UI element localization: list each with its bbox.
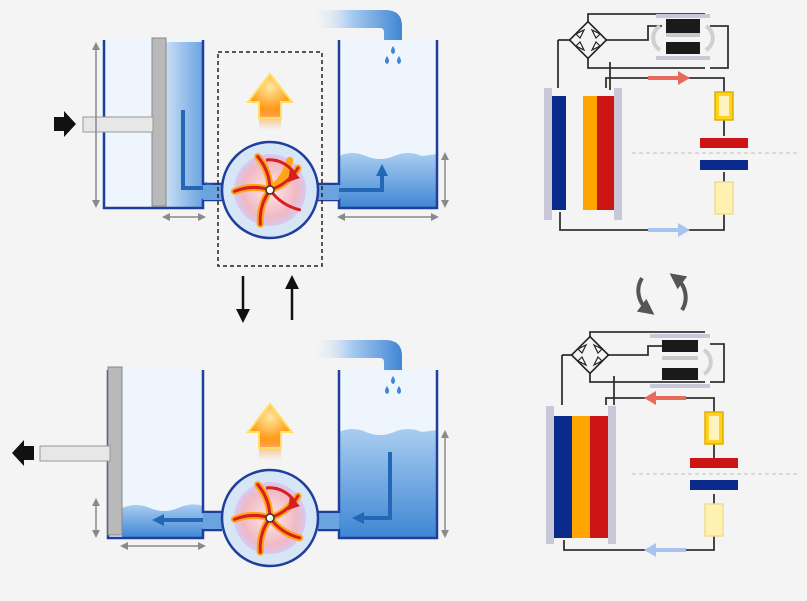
capacitor-plate-blue [700,160,748,170]
piston-plate [151,37,167,207]
cell-plate-grey-left [544,88,552,220]
diode-bridge-icon [570,335,610,375]
cell-plate-blue [552,96,566,210]
coil-top-dark [666,19,700,33]
coil-bottom-dark [662,368,698,380]
piston-rod [82,116,154,133]
circular-cycle-arrows-icon [636,273,688,315]
diode-bridge-icon [568,20,608,60]
capacitor-plate-red [690,458,738,468]
cell-plate-grey-right [614,88,622,220]
resistor-pale [714,181,734,215]
right-tank-outline [318,370,439,540]
circuit-wires [557,13,729,231]
turbine-blades [230,153,302,228]
capacitor-plate-red [700,138,748,148]
flow-arrow-right [352,452,392,524]
coil-rotation-arrow-right [702,348,713,376]
water-drop-icon [385,376,401,394]
coil-rotation-arrow-left [651,24,662,52]
water-stream [310,10,402,40]
cell-plate-orange [583,96,597,210]
cell-plate-red [590,416,608,538]
resistor-pale [704,503,724,537]
orange-up-arrow-icon [245,72,295,130]
flow-arrow-left [181,110,218,194]
orange-up-arrow-icon [245,402,295,460]
cell-plate-grey-right [608,406,616,544]
water-stream [310,340,402,370]
piston-rod [39,445,111,462]
coil-bottom-dark [666,42,700,54]
black-right-arrow-icon [54,111,76,137]
right-tank-water [339,153,437,208]
hydraulic-top-charging [54,10,449,267]
water-drop-icon [385,46,401,64]
cell-plate-red [597,96,614,210]
cell-plate-grey-left [546,406,554,544]
hydraulic-bottom-discharging [12,340,449,568]
flow-arrow-right [330,164,388,192]
coil-top-dark [662,340,698,352]
circuit-bottom-discharging [546,331,800,557]
circuit-top-charging [544,13,800,237]
turbine-blades [230,481,304,556]
black-left-arrow-icon [12,440,34,466]
cell-plate-blue [554,416,572,538]
cell-plate-orange [572,416,590,538]
dashed-pump-boundary [217,51,323,267]
coil-rotation-arrow-right [704,24,715,52]
capacitor-plate-blue [690,480,738,490]
